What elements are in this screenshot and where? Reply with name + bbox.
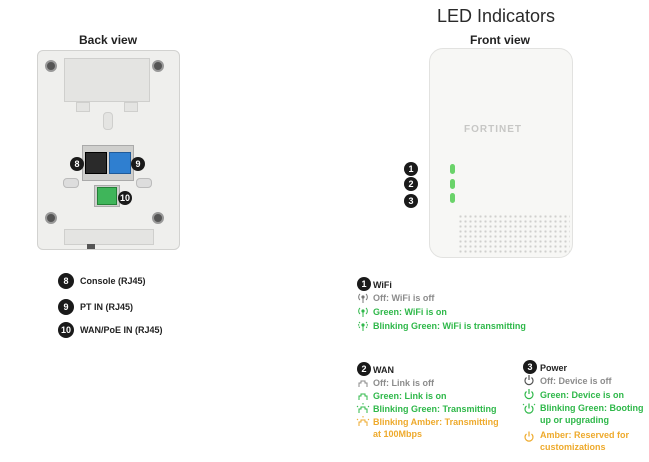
- power-state-green: Green: Device is on: [540, 390, 625, 400]
- led-3-marker: 3: [404, 194, 418, 208]
- wifi-state-blinking: Blinking Green: WiFi is transmitting: [373, 321, 526, 331]
- mount-tab-right: [124, 102, 138, 112]
- power-state-amber-line2: customizations: [540, 442, 606, 452]
- console-port: [85, 152, 107, 174]
- power-amber-icon: [522, 430, 536, 442]
- wan-poe-port: [97, 187, 117, 205]
- legend-10-bubble: 10: [58, 322, 74, 338]
- legend-10-label: WAN/PoE IN (RJ45): [80, 325, 163, 335]
- side-hole-left: [63, 178, 79, 188]
- wan-section-title: WAN: [373, 365, 394, 375]
- callout-10-marker: 10: [118, 191, 132, 205]
- power-state-blinking: Blinking Green: Booting: [540, 403, 644, 413]
- wan-amber-icon: [356, 416, 370, 428]
- front-view-heading: Front view: [470, 33, 531, 47]
- callout-9-marker: 9: [131, 157, 145, 171]
- wan-state-blinking-amber-line2: at 100Mbps: [373, 429, 423, 439]
- wifi-state-off: Off: WiFi is off: [373, 293, 435, 303]
- led-wan: [450, 179, 455, 189]
- mount-slot: [103, 112, 113, 130]
- power-state-blinking-line2: up or upgrading: [540, 415, 609, 425]
- wan-section-bubble: 2: [357, 362, 371, 376]
- led-2-marker: 2: [404, 177, 418, 191]
- side-hole-right: [136, 178, 152, 188]
- legend-9-label: PT IN (RJ45): [80, 302, 134, 312]
- page-title: LED Indicators: [437, 6, 556, 26]
- back-view-heading: Back view: [79, 33, 138, 47]
- wan-green-icon: [356, 390, 370, 402]
- pt-in-port: [109, 152, 131, 174]
- power-section-title: Power: [540, 363, 568, 373]
- mount-tab-left: [76, 102, 90, 112]
- led-power: [450, 193, 455, 203]
- power-blinking-icon: [522, 402, 536, 414]
- back-bottom-notch: [87, 244, 95, 249]
- power-section-bubble: 3: [523, 360, 537, 374]
- back-bottom-bar: [64, 229, 154, 245]
- wan-state-off: Off: Link is off: [373, 378, 434, 388]
- led-1-marker: 1: [404, 162, 418, 176]
- wifi-state-green: Green: WiFi is on: [373, 307, 447, 317]
- power-green-icon: [522, 388, 536, 400]
- wifi-green-icon: [356, 305, 370, 317]
- power-state-off: Off: Device is off: [540, 376, 612, 386]
- wan-state-blinking-amber: Blinking Amber: Transmitting: [373, 417, 499, 427]
- legend-9-bubble: 9: [58, 299, 74, 315]
- screw-bottom-left: [45, 212, 57, 224]
- power-off-icon: [522, 374, 536, 386]
- wifi-blinking-icon: [356, 319, 370, 331]
- wifi-section-title: WiFi: [373, 280, 392, 290]
- screw-top-left: [45, 60, 57, 72]
- screw-top-right: [152, 60, 164, 72]
- wan-state-green: Green: Link is on: [373, 391, 447, 401]
- wan-blinking-icon: [356, 403, 370, 415]
- legend-8-bubble: 8: [58, 273, 74, 289]
- screw-bottom-right: [152, 212, 164, 224]
- wifi-off-icon: [356, 291, 370, 303]
- power-state-amber: Amber: Reserved for: [540, 430, 630, 440]
- back-recess: [64, 58, 150, 102]
- led-wifi: [450, 164, 455, 174]
- wan-off-icon: [356, 377, 370, 389]
- wifi-section-bubble: 1: [357, 277, 371, 291]
- legend-8-label: Console (RJ45): [80, 276, 146, 286]
- fortinet-logo: FORTINET: [464, 124, 522, 135]
- callout-8-marker: 8: [70, 157, 84, 171]
- wan-state-blinking-green: Blinking Green: Transmitting: [373, 404, 497, 414]
- speaker-grille: [458, 214, 570, 254]
